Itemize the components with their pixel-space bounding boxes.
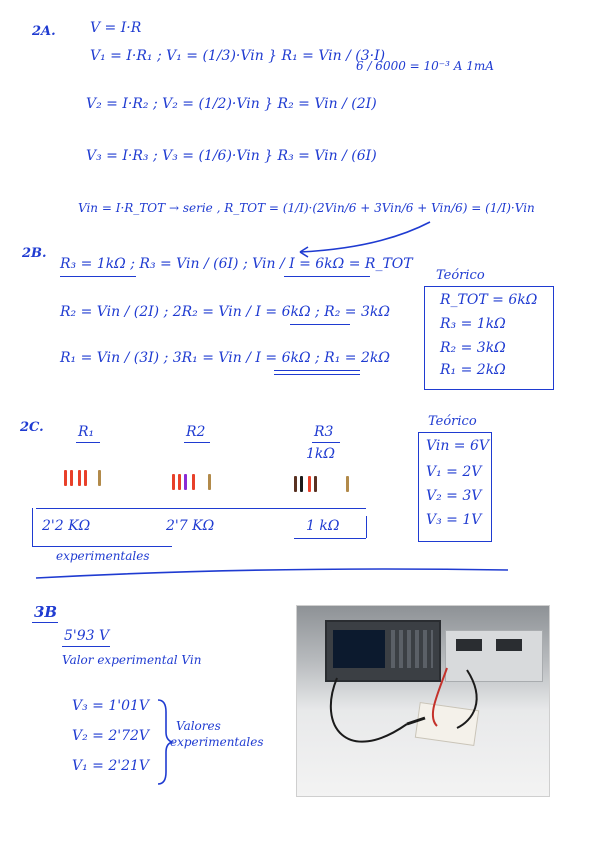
vin-measured: 5'93 V — [64, 628, 110, 644]
underline-r2-name — [184, 442, 210, 443]
r2-result-line: R₂ = Vin / (2I) ; 2R₂ = Vin / I = 6kΩ ; … — [60, 304, 390, 320]
r2-measured: 2'7 KΩ — [166, 518, 215, 534]
r1-derivation: V₁ = I·R₁ ; V₁ = (1/3)·Vin } R₁ = Vin / … — [90, 48, 386, 64]
current-calc: 6 / 6000 = 10⁻³ A 1mA — [356, 59, 494, 73]
underline-r2 — [290, 324, 350, 325]
section-2a-label: 2A. — [32, 24, 56, 39]
r3-derivation: V₃ = I·R₃ ; V₃ = (1/6)·Vin } R₃ = Vin / … — [86, 148, 377, 164]
v2-measured: V₂ = 2'72V — [72, 728, 150, 744]
v3-measured: V₃ = 1'01V — [72, 698, 150, 714]
teorico-v2: V₂ = 3V — [426, 488, 482, 504]
v1-measured: V₁ = 2'21V — [72, 758, 150, 774]
r1-name: R₁ — [78, 424, 95, 440]
section-3b-label: 3B — [34, 603, 58, 621]
r2-name: R2 — [186, 424, 206, 440]
teorico-v1: V₁ = 2V — [426, 464, 482, 480]
brace-label-valores: Valores — [176, 719, 221, 733]
r3-nominal: 1kΩ — [306, 446, 335, 462]
r1-measured: 2'2 KΩ — [42, 518, 91, 534]
r3-result-line: R₃ = 1kΩ ; R₃ = Vin / (6I) ; Vin / I = 6… — [60, 256, 413, 272]
rtot-derivation: Vin = I·R_TOT → serie , R_TOT = (1/I)·(2… — [78, 201, 535, 215]
probe-cables — [329, 667, 478, 743]
measurement-right-edge — [366, 516, 369, 538]
teorico-box-2c — [418, 432, 492, 542]
teorico-title-2b: Teórico — [436, 268, 485, 283]
measurement-r3-bottom — [294, 538, 366, 539]
experimentales-label: experimentales — [56, 549, 150, 563]
teorico-box-2b — [424, 286, 554, 390]
underline-r3 — [60, 276, 136, 277]
underline-r1-name — [76, 442, 100, 443]
teorico-v3: V₃ = 1V — [426, 512, 482, 528]
teorico-vin: Vin = 6V — [426, 438, 490, 454]
vin-caption: Valor experimental Vin — [62, 653, 202, 667]
teorico-rtot: R_TOT = 6kΩ — [440, 292, 538, 308]
underline-r1-a — [274, 370, 360, 371]
lab-bench-photo — [296, 605, 550, 797]
teorico-r3: R₃ = 1kΩ — [440, 316, 506, 332]
teorico-r1: R₁ = 2kΩ — [440, 362, 506, 378]
oscilloscope — [325, 620, 441, 682]
measurement-bottom-line — [32, 546, 172, 547]
underline-3b — [32, 622, 58, 623]
underline-vin — [62, 646, 110, 647]
measurement-left-edge — [32, 508, 35, 546]
r3-measured: 1 kΩ — [306, 518, 340, 534]
underline-r3-name — [312, 442, 340, 443]
section-2c-label: 2C. — [20, 420, 44, 435]
measurement-top-line — [36, 508, 366, 509]
r2-derivation: V₂ = I·R₂ ; V₂ = (1/2)·Vin } R₂ = Vin / … — [86, 96, 377, 112]
teorico-title-2c: Teórico — [428, 414, 477, 429]
underline-rtot — [284, 276, 370, 277]
underline-r1-b — [274, 374, 360, 375]
ohm-law-line: V = I·R — [90, 20, 142, 36]
r3-name: R3 — [314, 424, 334, 440]
power-supply — [445, 630, 543, 682]
section-2b-label: 2B. — [22, 246, 47, 261]
r1-result-line: R₁ = Vin / (3I) ; 3R₁ = Vin / I = 6kΩ ; … — [60, 350, 390, 366]
brace-label-experimentales: experimentales — [170, 735, 264, 749]
teorico-r2: R₂ = 3kΩ — [440, 340, 506, 356]
